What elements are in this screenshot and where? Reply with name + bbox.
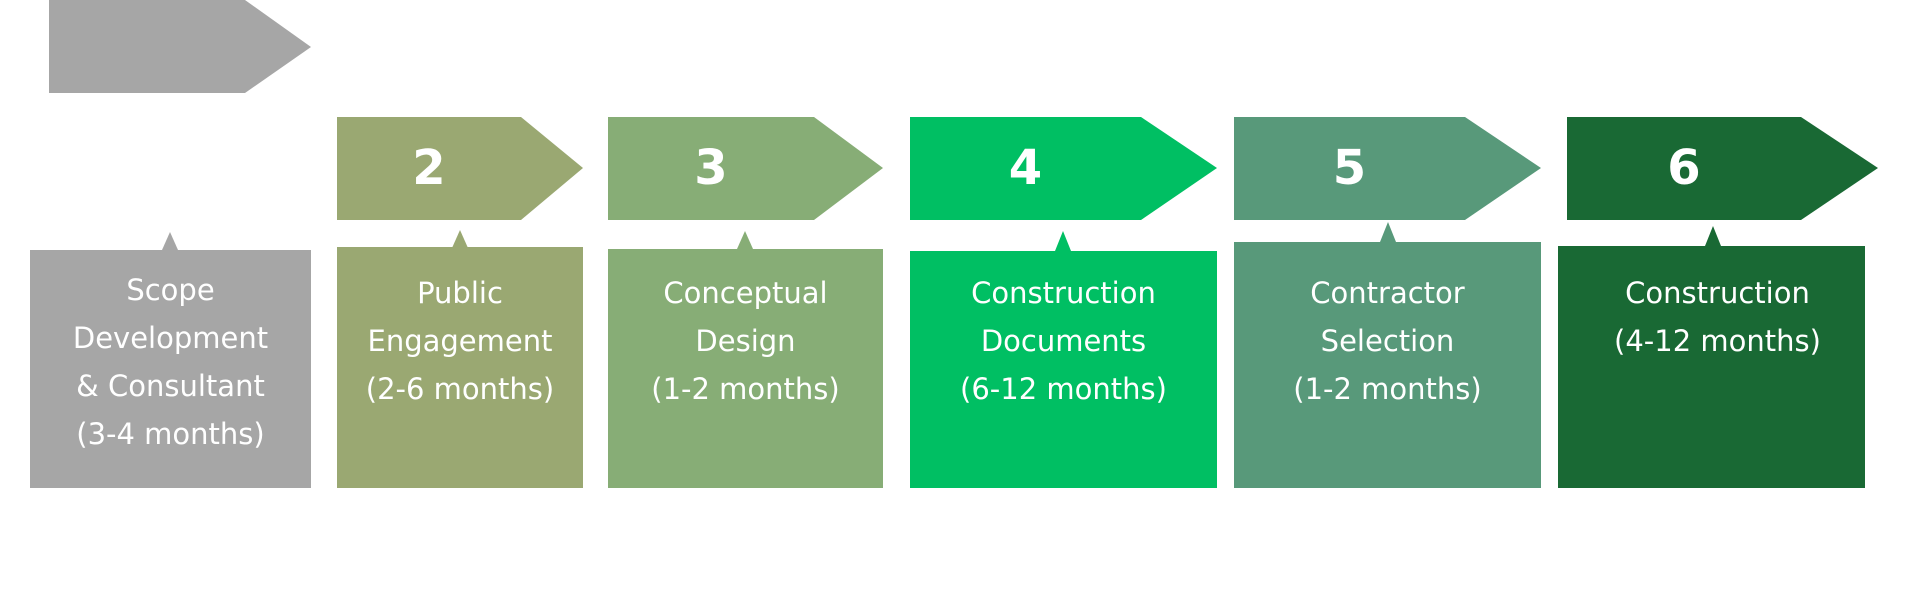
step-2-arrow-shape [337, 117, 583, 220]
step-1-arrow [49, 0, 311, 93]
step-6-line-1: Construction [1625, 276, 1810, 310]
step-4-pointer [1055, 231, 1071, 251]
step-5: 5 Contractor Selection (1-2 months) [1234, 0, 1546, 612]
step-3-description: Conceptual Design (1-2 months) [608, 269, 883, 413]
step-2-line-1: Public [417, 276, 503, 310]
step-1-description: Scope Development & Consultant (3-4 mont… [30, 266, 311, 458]
step-1: 1 Scope Development & Consultant (3-4 mo… [30, 0, 315, 612]
step-4-arrow [910, 117, 1217, 220]
step-4-description: Construction Documents (6-12 months) [910, 269, 1217, 413]
step-3-line-1: Conceptual [663, 276, 828, 310]
step-1-line-4: (3-4 months) [76, 417, 265, 451]
step-6: 6 Construction (4-12 months) [1558, 0, 1882, 612]
step-6-card: Construction (4-12 months) [1558, 226, 1865, 488]
step-4-number: 4 [1008, 140, 1043, 196]
step-1-number: 1 [130, 136, 164, 192]
step-5-number: 5 [1332, 140, 1367, 196]
step-6-number: 6 [1667, 140, 1701, 196]
step-2-pointer [452, 230, 468, 248]
step-2: 2 Public Engagement (2-6 months) [337, 0, 587, 612]
step-6-line-2: (4-12 months) [1614, 324, 1821, 358]
step-4-arrow-shape [910, 117, 1217, 220]
step-1-line-2: Development [72, 321, 269, 355]
step-5-line-3: (1-2 months) [1293, 372, 1482, 406]
step-4-card: Construction Documents (6-12 months) [910, 231, 1217, 488]
step-3-pointer [737, 231, 753, 249]
step-3-number: 3 [694, 140, 728, 196]
step-3-arrow [608, 117, 883, 220]
step-5-pointer [1380, 222, 1396, 242]
step-4-line-1: Construction [971, 276, 1156, 310]
step-1-arrow-shape [49, 0, 311, 93]
step-3-line-3: (1-2 months) [651, 372, 840, 406]
step-2-description: Public Engagement (2-6 months) [337, 269, 583, 413]
step-5-card: Contractor Selection (1-2 months) [1234, 222, 1541, 488]
step-2-line-3: (2-6 months) [365, 372, 555, 406]
step-1-pointer [162, 232, 178, 250]
step-4-line-2: Documents [980, 324, 1147, 358]
step-2-number: 2 [412, 140, 446, 196]
step-5-description: Contractor Selection (1-2 months) [1234, 269, 1541, 413]
step-3: 3 Conceptual Design (1-2 months) [608, 0, 888, 612]
step-5-arrow-shape [1234, 117, 1541, 220]
step-3-card: Conceptual Design (1-2 months) [608, 231, 883, 488]
step-2-card: Public Engagement (2-6 months) [337, 230, 583, 488]
step-6-description: Construction (4-12 months) [1570, 269, 1865, 365]
step-6-arrow [1567, 117, 1878, 220]
step-5-line-1: Contractor [1310, 276, 1465, 310]
step-1-line-1: Scope [126, 273, 215, 307]
step-3-line-2: Design [695, 324, 796, 358]
step-6-pointer [1705, 226, 1721, 246]
step-5-arrow [1234, 117, 1541, 220]
step-4: 4 Construction Documents (6-12 months) [910, 0, 1222, 612]
step-1-line-3: & Consultant [76, 369, 265, 403]
step-4-line-3: (6-12 months) [960, 372, 1167, 406]
step-5-line-2: Selection [1320, 324, 1455, 358]
step-2-arrow [337, 117, 583, 220]
step-6-arrow-shape [1567, 117, 1878, 220]
step-3-arrow-shape [608, 117, 883, 220]
step-1-card: Scope Development & Consultant (3-4 mont… [30, 232, 311, 488]
step-2-line-2: Engagement [367, 324, 553, 358]
